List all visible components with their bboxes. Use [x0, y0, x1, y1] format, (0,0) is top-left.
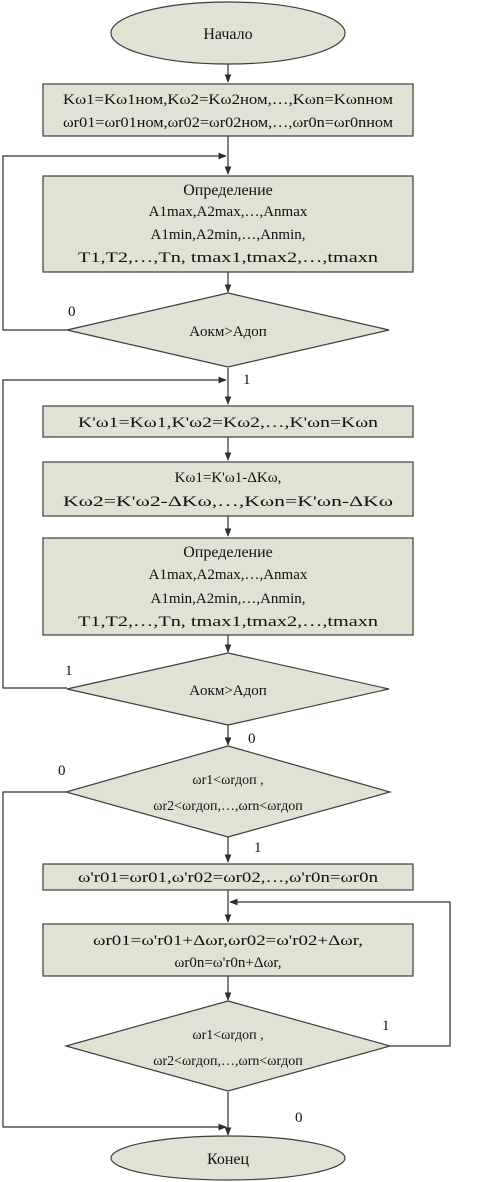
edge-decision3-zero-to-end — [2, 791, 227, 1131]
branch-label-8: 0 — [295, 1110, 303, 1126]
edge-loop3-one — [229, 898, 451, 1047]
increase-omega-line-2: ωr0n=ω'r0n+Δωr, — [174, 955, 281, 971]
determine-process-1: Определение A1max,A2max,…,Anmax A1min,A2… — [42, 175, 414, 273]
branch-label-2: 1 — [243, 372, 251, 388]
decision-omega-2: ωr1<ωrдоп , ωr2<ωrдоп,…,ωrn<ωrдоп — [63, 1000, 393, 1092]
decision-omega-1-line-2: ωr2<ωrдоп,…,ωrn<ωrдоп — [153, 799, 303, 814]
branch-label-1: 0 — [68, 304, 76, 320]
decrease-k-line-1: Kω1=K'ω1-ΔKω, — [175, 470, 282, 486]
start-terminal: Начало — [110, 1, 346, 65]
end-label: Конец — [207, 1151, 250, 1168]
init-process: Kω1=Kω1ном,Kω2=Kω2ном,…,Kωn=Kωnном ωr01=… — [42, 83, 414, 137]
save-k-process: K'ω1=Kω1,K'ω2=Kω2,…,K'ωn=Kωn — [42, 405, 414, 438]
edge-loop1-zero — [2, 152, 227, 331]
init-line-2: ωr01=ωr01ном,ωr02=ωr02ном,…,ωr0n=ωr0nном — [63, 115, 394, 131]
determine-line-1c: T1,T2,…,Tn, tmax1,tmax2,…,tmaxn — [78, 250, 379, 266]
decision-omega-2-line-2: ωr2<ωrдоп,…,ωrn<ωrдоп — [153, 1054, 303, 1069]
branch-label-3: 1 — [65, 663, 73, 679]
save-omega-process: ω'r01=ωr01,ω'r02=ωr02,…,ω'r0n=ωr0n — [42, 863, 414, 891]
end-terminal: Конец — [110, 1135, 346, 1181]
determine-line-2c: T1,T2,…,Tn, tmax1,tmax2,…,tmaxn — [78, 614, 379, 630]
decision-amplitude-1-label: Aокм>Aдоп — [189, 324, 267, 340]
determine-process-2: Определение A1max,A2max,…,Anmax A1min,A2… — [42, 537, 414, 636]
determine-title-2: Определение — [183, 544, 273, 561]
decision-omega-2-line-1: ωr1<ωrдоп , — [192, 1028, 263, 1043]
save-k-label: K'ω1=Kω1,K'ω2=Kω2,…,K'ωn=Kωn — [78, 415, 379, 431]
decision-omega-1-line-1: ωr1<ωrдоп , — [192, 773, 263, 788]
init-line-1: Kω1=Kω1ном,Kω2=Kω2ном,…,Kωn=Kωnном — [63, 92, 394, 108]
decision-amplitude-2: Aокм>Aдоп — [66, 652, 390, 726]
edges — [2, 64, 451, 1136]
determine-line-1a: A1max,A2max,…,Anmax — [149, 204, 308, 220]
branch-label-7: 1 — [382, 1018, 390, 1034]
branch-labels: 0 1 1 0 0 1 1 0 — [58, 304, 390, 1126]
determine-line-2b: A1min,A2min,…,Anmin, — [150, 591, 305, 607]
save-omega-label: ω'r01=ωr01,ω'r02=ωr02,…,ω'r0n=ωr0n — [78, 870, 379, 886]
determine-title-1: Определение — [183, 182, 273, 199]
decision-omega-1: ωr1<ωrдоп , ωr2<ωrдоп,…,ωrn<ωrдоп — [63, 745, 393, 838]
branch-label-6: 1 — [254, 840, 262, 856]
branch-label-5: 0 — [58, 763, 66, 779]
increase-omega-line-1: ωr01=ω'r01+Δωr,ωr02=ω'r02+Δωr, — [93, 933, 363, 949]
start-label: Начало — [203, 26, 252, 43]
edge-loop2-one — [2, 376, 227, 689]
decision-amplitude-1: Aокм>Aдоп — [66, 292, 390, 368]
decision-amplitude-2-label: Aокм>Aдоп — [189, 683, 267, 699]
increase-omega-process: ωr01=ω'r01+Δωr,ωr02=ω'r02+Δωr, ωr0n=ω'r0… — [42, 923, 414, 977]
branch-label-4: 0 — [248, 731, 256, 747]
determine-line-2a: A1max,A2max,…,Anmax — [149, 567, 308, 583]
decrease-k-line-2: Kω2=K'ω2-ΔKω,…,Kωn=K'ωn-ΔKω — [63, 494, 393, 510]
decrease-k-process: Kω1=K'ω1-ΔKω, Kω2=K'ω2-ΔKω,…,Kωn=K'ωn-ΔK… — [42, 461, 414, 517]
determine-line-1b: A1min,A2min,…,Anmin, — [150, 227, 305, 243]
